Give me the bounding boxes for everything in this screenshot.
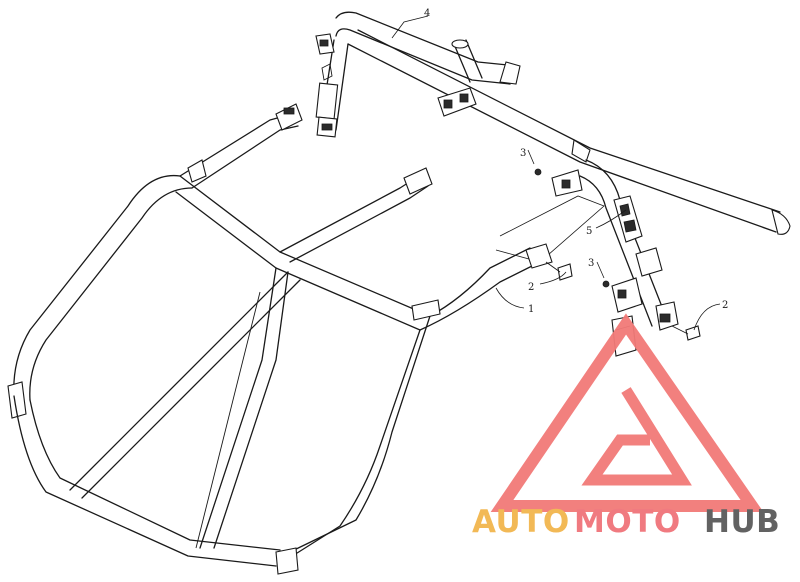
callout-5: 5 (586, 226, 592, 237)
callout-3-lower: 3 (588, 258, 594, 269)
watermark-hub: HUB (704, 504, 780, 540)
callout-1: 1 (528, 304, 534, 315)
rear-crossbar-assembly (315, 11, 791, 235)
automotohub-watermark: AUTO MOTO HUB (472, 313, 780, 540)
rear-upright-tube (579, 159, 701, 341)
callout-4: 4 (424, 8, 430, 19)
watermark-moto: MOTO (574, 504, 681, 540)
callout-2-right: 2 (722, 300, 728, 311)
triangle-logo-icon (490, 313, 764, 512)
watermark-auto: AUTO (472, 504, 570, 540)
callout-3-upper: 3 (520, 148, 526, 159)
front-cage-frame (7, 103, 573, 575)
callout-2-left: 2 (528, 282, 534, 293)
